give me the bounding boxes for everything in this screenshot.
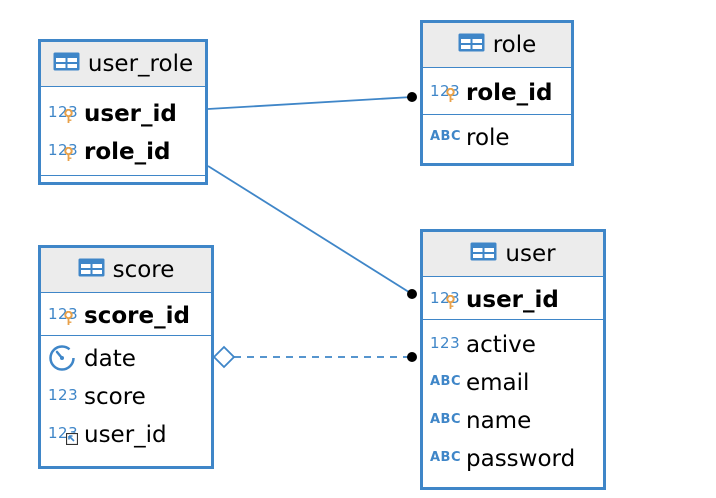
column-name: role_id: [466, 80, 553, 106]
text-type-icon: ABC: [430, 374, 462, 389]
primary-key-section: 123 user_id 123 role_id: [41, 87, 205, 176]
column-name: role_id: [84, 139, 171, 165]
table-header[interactable]: user: [423, 232, 603, 277]
column-row[interactable]: 123 score: [41, 378, 211, 416]
table-title: role: [492, 32, 537, 58]
column-row[interactable]: ABC role: [423, 119, 571, 157]
table-user-role[interactable]: user_role 123 user_id 123 role_id: [38, 39, 208, 185]
relationship-diamond-marker: [212, 345, 236, 369]
table-header[interactable]: user_role: [41, 42, 205, 87]
column-row[interactable]: ABC name: [423, 402, 603, 440]
table-header[interactable]: role: [423, 23, 571, 68]
primary-key-numeric-icon: 123: [48, 305, 79, 325]
clock-icon: [48, 345, 81, 371]
relationship-endpoint-dot: [407, 92, 417, 102]
primary-key-numeric-icon: 123: [48, 141, 79, 161]
table-header[interactable]: score: [41, 248, 211, 293]
column-row[interactable]: 123 role_id: [41, 133, 205, 171]
primary-key-numeric-icon: 123: [48, 103, 79, 123]
relationship-endpoint-dot: [407, 289, 417, 299]
column-name: role: [466, 125, 510, 151]
column-name: active: [466, 332, 536, 358]
column-row[interactable]: 123 active: [423, 326, 603, 364]
table-title: user_role: [87, 51, 194, 77]
columns-section: 123 active ABC email ABC name ABC passwo…: [423, 320, 603, 478]
column-row[interactable]: ABC password: [423, 440, 603, 478]
column-row[interactable]: ABC email: [423, 364, 603, 402]
numeric-type-icon: 123: [48, 386, 79, 404]
column-row[interactable]: 123 role_id: [423, 74, 571, 112]
text-type-icon: ABC: [430, 412, 462, 427]
text-type-icon: ABC: [430, 129, 462, 144]
table-score[interactable]: score 123 score_id date 123 score 123: [38, 245, 214, 469]
numeric-type-icon: 123: [430, 334, 461, 352]
column-name: user_id: [84, 422, 167, 448]
columns-section: date 123 score 123 user_id: [41, 336, 211, 454]
column-name: name: [466, 408, 532, 434]
column-row[interactable]: 123 user_id: [41, 95, 205, 133]
primary-key-section: 123 user_id: [423, 277, 603, 320]
column-row[interactable]: 123 user_id: [423, 281, 603, 319]
relationship-endpoint-dot: [407, 352, 417, 362]
table-role[interactable]: role 123 role_id ABC role: [420, 20, 574, 166]
column-row[interactable]: 123 score_id: [41, 297, 211, 335]
table-title: user: [505, 241, 556, 267]
table-icon: [78, 257, 105, 283]
column-row[interactable]: 123 user_id: [41, 416, 211, 454]
table-icon: [458, 32, 485, 58]
primary-key-numeric-icon: 123: [430, 82, 461, 102]
column-name: score_id: [84, 303, 190, 329]
table-icon: [470, 241, 497, 267]
column-row[interactable]: date: [41, 340, 211, 378]
column-name: email: [466, 370, 530, 396]
relationship-user-role-to-user: [207, 165, 413, 295]
column-name: score: [84, 384, 146, 410]
columns-section: ABC role: [423, 115, 571, 157]
primary-key-section: 123 score_id: [41, 293, 211, 336]
table-user[interactable]: user 123 user_id 123 active ABC email AB…: [420, 229, 606, 490]
column-name: password: [466, 446, 576, 472]
table-title: score: [112, 257, 175, 283]
relationship-user-role-to-role: [207, 96, 413, 110]
text-type-icon: ABC: [430, 450, 462, 465]
foreign-key-numeric-icon: 123: [48, 423, 81, 447]
column-name: date: [84, 346, 136, 372]
column-name: user_id: [84, 101, 177, 127]
primary-key-numeric-icon: 123: [430, 289, 461, 309]
table-icon: [53, 51, 80, 77]
column-name: user_id: [466, 287, 559, 313]
primary-key-section: 123 role_id: [423, 68, 571, 115]
